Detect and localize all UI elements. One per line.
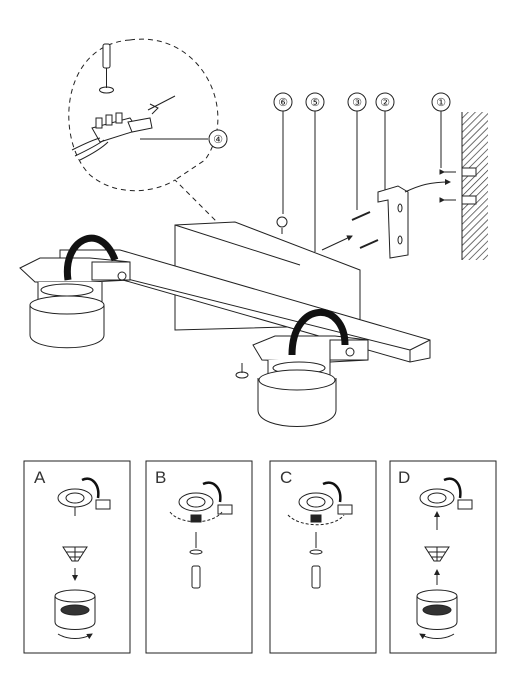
callout-3: ③ xyxy=(347,92,367,210)
direction-arrow xyxy=(404,179,451,193)
callout-3-label: ③ xyxy=(352,96,362,109)
lamp-head-icon xyxy=(19,257,131,349)
lamp-head-icon xyxy=(252,335,369,427)
rotate-arrow-icon xyxy=(419,633,455,640)
lamp-shade-icon xyxy=(416,589,458,630)
panel-A: A xyxy=(23,460,131,654)
lamp-head-icon xyxy=(57,477,111,516)
rotate-arrow-icon xyxy=(99,86,114,94)
panel-C-letter: C xyxy=(280,468,292,487)
callout-6: ⑥ xyxy=(273,92,293,214)
callout-1-label: ① xyxy=(436,96,446,109)
rotate-arrow-icon xyxy=(57,633,93,640)
lamp-shade-icon xyxy=(54,589,96,630)
panel-D-letter: D xyxy=(398,468,410,487)
panel-B-letter: B xyxy=(155,468,166,487)
wiring-detail-bubble xyxy=(68,38,221,226)
screwdriver-icon xyxy=(189,532,203,589)
lamp-head-icon xyxy=(287,481,353,526)
callout-2: ② xyxy=(375,92,395,190)
bulb-icon xyxy=(424,546,450,562)
callout-5-label: ⑤ xyxy=(310,96,320,109)
panel-A-letter: A xyxy=(34,468,46,487)
panel-C: C xyxy=(269,460,377,654)
panel-D: D xyxy=(389,460,497,654)
direction-arrow xyxy=(321,235,353,251)
screwdriver-icon xyxy=(102,43,111,88)
wall xyxy=(461,112,488,260)
panel-B: B xyxy=(145,460,253,654)
bulb-icon xyxy=(62,546,88,562)
callout-4: ④ xyxy=(208,129,228,149)
lamp-cable xyxy=(63,234,119,281)
screw-icon xyxy=(235,363,249,379)
bracket-icon xyxy=(377,185,409,259)
callout-5: ⑤ xyxy=(305,92,325,252)
lamp-cable xyxy=(288,308,349,356)
callout-6-label: ⑥ xyxy=(278,96,288,109)
callout-4-label: ④ xyxy=(213,133,223,146)
screw-icon xyxy=(351,211,379,249)
terminal-block-icon xyxy=(71,95,176,161)
callout-1: ① xyxy=(431,92,451,168)
screw-icon xyxy=(276,216,288,234)
callout-2-label: ② xyxy=(380,96,390,109)
lamp-head-icon xyxy=(419,477,473,530)
screwdriver-icon xyxy=(309,532,323,589)
wall-plug-icon xyxy=(439,169,456,203)
lamp-head-icon xyxy=(169,481,233,523)
